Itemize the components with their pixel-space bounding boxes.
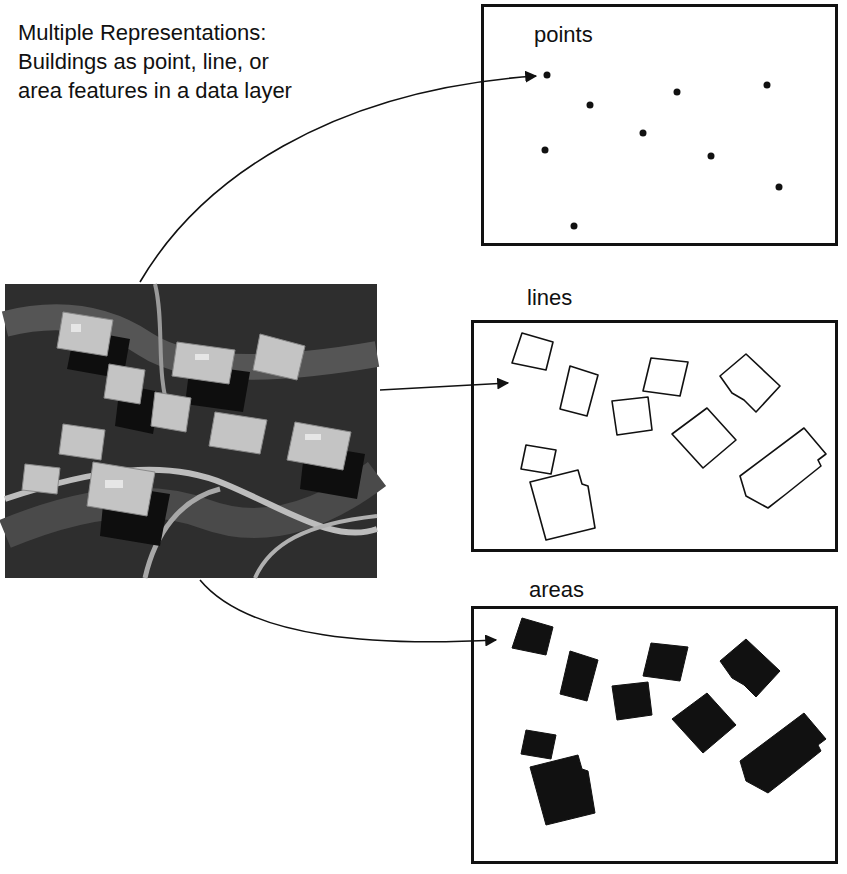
photo-ground bbox=[5, 284, 377, 578]
pointer-arrows bbox=[140, 76, 536, 642]
point-dot bbox=[587, 102, 594, 109]
building-area bbox=[560, 651, 598, 701]
building-outline bbox=[512, 333, 553, 370]
area-features bbox=[512, 618, 826, 825]
layer-heading: lines bbox=[527, 285, 572, 311]
layer-box: areas bbox=[471, 576, 838, 864]
layer-box: points bbox=[481, 4, 838, 246]
layer-heading: areas bbox=[529, 577, 584, 603]
aerial-photo bbox=[5, 284, 377, 578]
building-outline bbox=[521, 445, 556, 474]
box-border bbox=[471, 320, 838, 552]
point-dot bbox=[776, 184, 783, 191]
line-features bbox=[512, 333, 826, 540]
photo-road bbox=[255, 516, 377, 578]
pointer-arrow bbox=[200, 580, 496, 642]
building-outline bbox=[720, 354, 780, 412]
building-area bbox=[672, 693, 736, 753]
building-area bbox=[643, 643, 688, 681]
building-outline bbox=[530, 470, 595, 540]
point-dot bbox=[542, 147, 549, 154]
building-area bbox=[740, 713, 826, 793]
building-area bbox=[612, 682, 652, 720]
point-dot bbox=[544, 72, 551, 79]
point-dot bbox=[674, 89, 681, 96]
building-outline bbox=[612, 397, 652, 435]
point-dot bbox=[640, 130, 647, 137]
point-dot bbox=[571, 223, 578, 230]
pointer-arrow bbox=[140, 76, 536, 282]
point-dot bbox=[764, 82, 771, 89]
building-area bbox=[512, 618, 553, 655]
photo-highlights bbox=[71, 324, 321, 488]
building-outline bbox=[672, 408, 736, 468]
building-outline bbox=[560, 366, 598, 416]
point-features bbox=[542, 72, 783, 230]
layer-heading: points bbox=[534, 22, 593, 48]
photo-shadows bbox=[67, 329, 365, 546]
layer-box: lines bbox=[471, 283, 838, 552]
building-outline bbox=[740, 428, 826, 508]
caption-note: Multiple Representations: Buildings as p… bbox=[18, 18, 318, 105]
building-area bbox=[530, 755, 595, 825]
point-dot bbox=[708, 153, 715, 160]
building-area bbox=[720, 639, 780, 697]
pointer-arrow bbox=[380, 383, 508, 390]
caption-note-text: Multiple Representations: Buildings as p… bbox=[18, 18, 318, 105]
building-outline bbox=[643, 358, 688, 396]
photo-roofs bbox=[22, 312, 351, 516]
box-border bbox=[471, 606, 838, 864]
building-area bbox=[521, 730, 556, 759]
